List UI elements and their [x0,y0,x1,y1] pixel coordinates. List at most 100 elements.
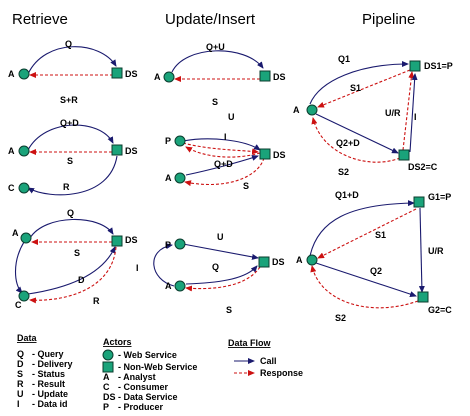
web-service-node [20,232,32,244]
edge-call [27,46,117,75]
web-service-node [174,172,186,184]
edge-call [182,138,261,151]
legend-data: Data Q - Query D - Delivery S - Status R… [17,333,73,409]
edge-label-u: U [228,112,235,122]
node-label-ds: DS [125,235,138,245]
edge-call [315,113,399,154]
edge-label-q2: Q2 [370,266,382,276]
edge-label-q-u: Q+U [206,42,225,52]
legend-data-heading: Data [17,333,38,343]
node-label-p: P [165,136,171,146]
pipeline-panel-2: A G1=P G2=C Q1+D S1 U/R Q2 S2 [296,190,452,323]
title-update-insert: Update/Insert [165,11,256,28]
web-service-node [163,71,175,83]
node-label-ds: DS [273,72,286,82]
edge-call [14,241,25,294]
retrieve-panel-1: A DS Q S+R [8,39,138,105]
legend-desc: - Non-Web Service [118,362,197,372]
edge-label-i: I [414,112,417,122]
web-service-node [306,104,318,116]
legend-response-label: Response [260,368,303,378]
edge-label-q: Q [67,208,74,218]
legend-code: U [17,389,24,399]
retrieve-panel-2: A C DS Q+D S R [8,118,138,196]
node-label-c: C [15,300,22,310]
legend-desc: - Result [32,379,65,389]
legend-code: C [103,382,110,392]
legend-actors: Actors - Web Service - Non-Web Service A… [102,337,197,412]
edge-call [27,246,116,295]
legend-code: I [17,399,20,409]
legend-desc: - Status [32,369,65,379]
edge-response [317,208,417,259]
edge-label-s: S [74,248,80,258]
node-label-ds: DS [272,257,285,267]
node-label-ds: DS [273,150,286,160]
node-label-a: A [154,72,161,82]
edge-label-s2: S2 [335,313,346,323]
retrieve-panel-3: A C DS Q S D R [12,208,138,310]
node-label-a: A [12,228,19,238]
non-web-service-node [259,70,271,82]
edge-label-r: R [63,182,70,192]
web-service-node [174,238,186,250]
legend-desc: - Data Service [118,392,178,402]
legend-code: S [17,369,23,379]
legend-desc: - Delivery [32,359,73,369]
legend-flow-heading: Data Flow [228,338,272,348]
legend-code: A [103,372,110,382]
edge-call [315,262,417,297]
node-label-a: A [8,69,15,79]
web-service-node [174,135,186,147]
edge-response [182,142,259,155]
node-label-ds: DS [125,69,138,79]
edge-label-q1: Q1 [338,54,350,64]
edge-label-d: D [78,275,85,285]
web-service-node [18,290,30,302]
legend-code: DS [103,392,116,402]
edge-call [418,207,425,293]
non-web-service-node [413,196,425,208]
non-web-service-node [409,60,421,72]
legend-data-flow: Data Flow Call Response [228,338,303,378]
edge-response [311,117,401,163]
web-service-node [18,68,30,80]
edge-label-u-r: U/R [428,246,444,256]
edge-call [27,155,118,196]
web-service-node [306,254,318,266]
node-label-a: A [165,281,172,291]
legend-code: R [17,379,24,389]
node-label-ds: DS [125,146,138,156]
non-web-service-node [259,148,271,160]
edge-label-s-r: S+R [60,95,78,105]
node-label-ds2: DS2=C [408,162,438,172]
edge-call [185,155,259,176]
edge-response [184,157,265,187]
node-label-p: P [165,240,171,250]
edge-label-q1-d: Q1+D [335,190,359,200]
web-service-node [18,182,30,194]
legend-call-label: Call [260,356,277,366]
edge-label-q: Q [212,262,219,272]
edge-label-i: I [224,132,227,142]
legend-desc: - Producer [118,402,164,412]
edge-label-s: S [212,97,218,107]
non-web-service-node [111,67,123,79]
non-web-service-node [398,149,410,161]
web-service-icon [102,349,114,361]
edge-call [171,50,264,73]
node-label-g2: G2=C [428,305,452,315]
legend-desc: - Consumer [118,382,169,392]
edge-response [185,266,261,292]
web-service-node [174,280,186,292]
legend-desc: - Query [32,349,64,359]
node-label-a: A [165,173,172,183]
legend-actors-heading: Actors [103,337,132,347]
edge-label-r: R [93,296,100,306]
edge-call [309,61,409,105]
title-pipeline: Pipeline [362,11,415,28]
node-label-a: A [293,105,300,115]
non-web-service-node [111,235,123,247]
title-retrieve: Retrieve [12,11,68,28]
